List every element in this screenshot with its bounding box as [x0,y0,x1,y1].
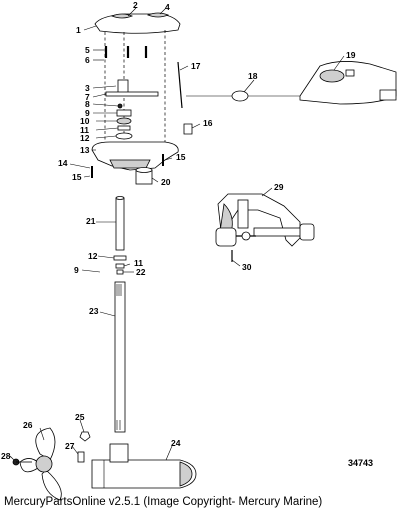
callout-21: 21 [86,216,96,226]
callout-27: 27 [65,441,75,451]
foot-pedal-cable [185,90,310,102]
mounting-bracket [215,193,315,247]
head-screws [104,46,148,58]
callout-6: 6 [85,55,90,65]
tie-strap [177,61,183,109]
callout-8: 8 [85,99,90,109]
drive-pin [77,451,85,463]
callout-29: 29 [274,182,284,192]
column-tube [115,196,125,251]
callout-19: 19 [346,50,356,60]
callout-20: 20 [161,177,171,187]
callout-24: 24 [171,438,181,448]
callout-22: 22 [136,267,146,277]
callout-12-lower: 12 [88,251,98,261]
callout-2: 2 [133,0,138,10]
callout-26: 26 [23,420,33,430]
callout-4: 4 [165,2,170,12]
callout-11-lower: 11 [134,258,143,268]
callout-12-upper: 12 [80,133,90,143]
foot-pedal [299,61,397,105]
drawing-number: 34743 [348,458,373,468]
callout-7: 7 [85,92,90,102]
callout-11-upper: 11 [80,125,89,135]
callout-13: 13 [80,145,90,155]
callout-9-upper: 9 [85,108,90,118]
control-head-cover [94,12,181,34]
callout-28: 28 [1,451,11,461]
cord-cap [183,123,193,135]
callout-14: 14 [58,158,68,168]
callout-16: 16 [203,118,213,128]
callout-3: 3 [85,83,90,93]
image-copyright-footer: MercuryPartsOnline v2.5.1 (Image Copyrig… [4,496,323,508]
callout-5: 5 [85,45,90,55]
switch-assembly [105,79,159,109]
callout-30: 30 [242,262,252,272]
propeller [19,427,62,501]
leader-lines [9,7,345,461]
shaft-bushings [115,109,133,140]
trolling-motor [91,443,197,489]
callout-labels: 1 2 3 4 5 6 7 8 9 9 10 11 11 12 12 13 14… [1,0,373,468]
callout-15-right: 15 [176,152,186,162]
callout-9-lower: 9 [74,265,79,275]
callout-25: 25 [75,412,85,422]
collar [135,167,153,185]
control-base [91,141,179,171]
callout-23: 23 [89,306,99,316]
callout-15-left: 15 [72,172,82,182]
callout-10: 10 [80,116,90,126]
callout-18: 18 [248,71,258,81]
prop-nut [79,431,91,442]
callout-1: 1 [76,25,81,35]
callout-17: 17 [191,61,201,71]
composite-shaft [114,281,126,433]
